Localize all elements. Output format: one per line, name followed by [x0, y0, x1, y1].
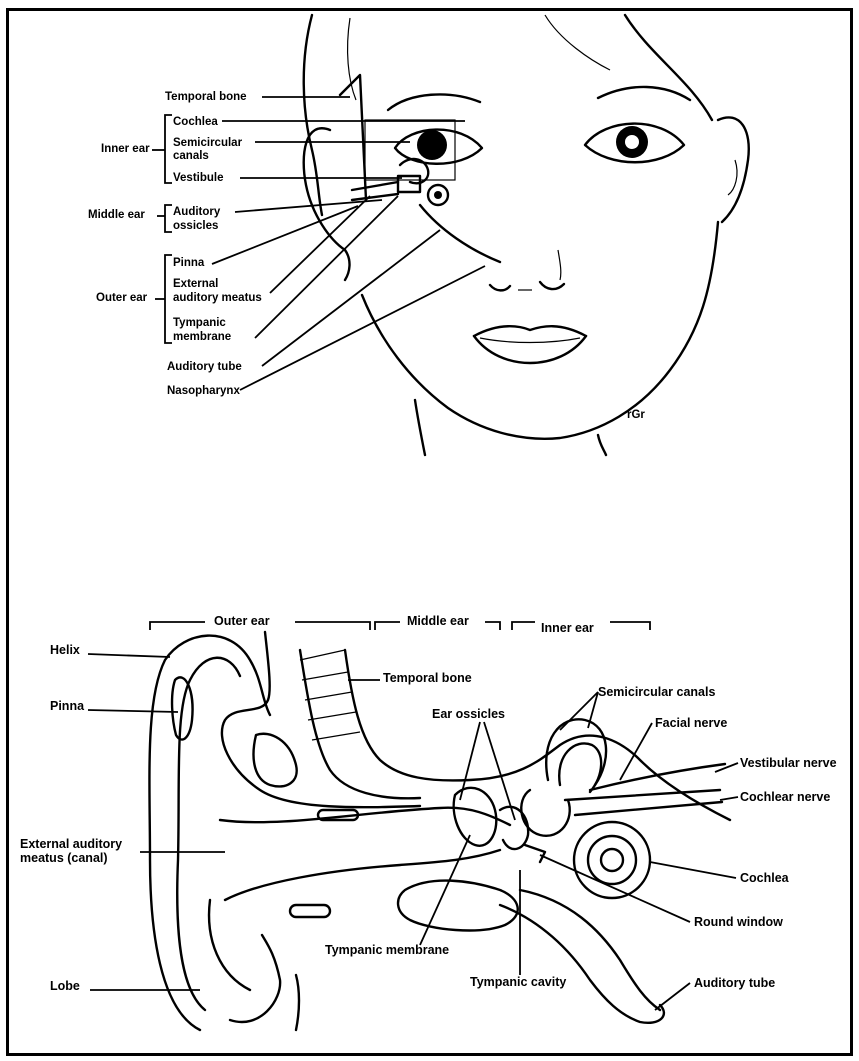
label-helix: Helix [50, 643, 80, 657]
hair-right-outline [625, 15, 712, 120]
label-external-auditory-meatus: External [173, 278, 218, 290]
label-pinna: Pinna [173, 257, 205, 269]
bracket-middle-ear [165, 205, 172, 232]
canal-cartilage [290, 905, 330, 917]
ear-canal-top [352, 182, 398, 190]
label-facial-nerve: Facial nerve [655, 716, 727, 730]
label-external-auditory-meatus-line2: meatus (canal) [20, 851, 108, 865]
ear-canal-lower [225, 850, 500, 900]
label-tympanic-cavity: Tympanic cavity [470, 975, 566, 989]
region-middle-ear: Middle ear [407, 614, 469, 628]
lip-line [480, 338, 580, 343]
label-semicircular-canals: Semicircular [173, 137, 243, 149]
ear-canal-outer-bend [209, 900, 250, 990]
cochlear-nerve [575, 802, 722, 815]
semicircular-canal-1 [546, 719, 606, 785]
auditory-tube-lower [500, 905, 664, 1023]
temporal-bone-shape [340, 75, 366, 200]
cochlea-mid [588, 836, 636, 884]
label-external-auditory-meatus-line2: auditory meatus [173, 292, 262, 304]
left-iris [417, 130, 447, 160]
top-group-brackets [152, 115, 172, 343]
hair-strand [545, 15, 610, 70]
region-inner-ear: Inner ear [541, 621, 594, 635]
label-semicircular-canals-line2: canals [173, 150, 209, 162]
right-ear-inner [728, 160, 737, 195]
label-temporal-bone: Temporal bone [165, 91, 247, 103]
cochlea-inner [601, 849, 623, 871]
top-inner-ear-structures [340, 75, 500, 262]
bracket-inner-ear [165, 115, 172, 183]
label-auditory-ossicles-line2: ossicles [173, 220, 218, 232]
nose-bridge [558, 250, 561, 280]
label-auditory-tube: Auditory tube [694, 976, 775, 990]
left-eyebrow [388, 94, 480, 110]
right-eyebrow [598, 87, 690, 100]
label-cochlea: Cochlea [173, 116, 218, 128]
semicircular-canal-2 [559, 743, 601, 792]
bottom-labels: Helix Pinna Temporal bone Semicircular c… [20, 643, 837, 993]
label-pinna: Pinna [50, 699, 85, 713]
bracket-outer-ear [165, 255, 172, 343]
neck-line [415, 400, 425, 455]
upper-lip [474, 326, 586, 336]
label-tympanic-membrane: Tympanic membrane [325, 943, 449, 957]
lobe-contour [230, 935, 280, 1022]
label-vestibule: Vestibule [173, 172, 224, 184]
nose-left [490, 285, 510, 290]
nose-right [540, 282, 564, 289]
concha-contour [222, 632, 420, 807]
label-temporal-bone: Temporal bone [383, 671, 472, 685]
stapes [525, 845, 545, 862]
label-cochlear-nerve: Cochlear nerve [740, 790, 830, 804]
label-ear-ossicles: Ear ossicles [432, 707, 505, 721]
top-labels: Temporal bone Cochlea Semicircular canal… [88, 91, 645, 421]
label-nasopharynx: Nasopharynx [167, 385, 240, 397]
temporal-bone-hatching [300, 650, 360, 740]
chin-neck-line [598, 435, 606, 455]
label-auditory-tube: Auditory tube [167, 361, 242, 373]
signature: rGr [627, 409, 645, 421]
label-cochlea: Cochlea [740, 871, 790, 885]
ear-canal-upper [220, 808, 510, 825]
group-middle-ear: Middle ear [88, 209, 145, 221]
group-inner-ear: Inner ear [101, 143, 150, 155]
ear-canal-bottom [352, 194, 398, 200]
auditory-tube-shape [420, 205, 500, 262]
region-outer-ear: Outer ear [214, 614, 270, 628]
label-round-window: Round window [694, 915, 783, 929]
region-brackets: Outer ear Middle ear Inner ear [150, 614, 650, 635]
label-tympanic-membrane-line2: membrane [173, 331, 231, 343]
face-drawing [304, 15, 749, 455]
vestibular-nerve [565, 790, 720, 800]
helix-inner-contour [177, 658, 240, 1010]
semicircular-canal-3 [521, 790, 569, 836]
label-lobe: Lobe [50, 979, 80, 993]
antitragus-shape [254, 734, 297, 787]
right-ear-outline [718, 117, 749, 222]
auditory-tube-upper [520, 890, 660, 1010]
label-external-auditory-meatus: External auditory [20, 837, 122, 851]
group-outer-ear: Outer ear [96, 292, 148, 304]
label-tympanic-membrane: Tympanic [173, 317, 226, 329]
cochlea-center [434, 191, 442, 199]
incus [500, 807, 528, 849]
outer-ear-contour [149, 636, 270, 1030]
label-vestibular-nerve: Vestibular nerve [740, 756, 837, 770]
label-semicircular-canals: Semicircular canals [598, 685, 715, 699]
right-pupil-highlight [625, 135, 639, 149]
label-auditory-ossicles: Auditory [173, 206, 221, 218]
neck-contour [296, 975, 299, 1030]
